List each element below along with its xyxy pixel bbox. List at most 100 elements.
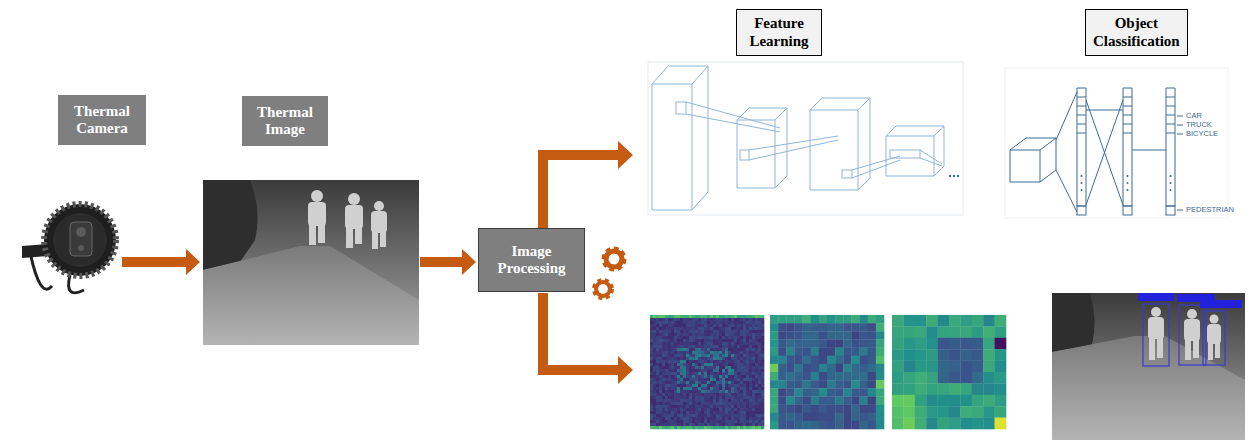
feature-cell bbox=[680, 384, 683, 387]
feature-cell bbox=[662, 396, 665, 399]
feature-cell bbox=[758, 381, 761, 384]
feature-cell bbox=[740, 351, 743, 354]
feature-cell bbox=[737, 321, 740, 324]
feature-cell bbox=[668, 324, 671, 327]
feature-cell bbox=[755, 348, 758, 351]
feature-cell bbox=[656, 417, 659, 420]
feature-cell bbox=[770, 356, 778, 364]
feature-cell bbox=[734, 327, 737, 330]
feature-cell bbox=[731, 339, 734, 342]
feature-cell bbox=[778, 421, 786, 429]
feature-cell bbox=[746, 345, 749, 348]
feature-cell bbox=[686, 402, 689, 405]
feature-cell bbox=[692, 399, 695, 402]
feature-cell bbox=[737, 393, 740, 396]
classifier-sketch bbox=[1005, 68, 1228, 218]
feature-cell bbox=[659, 399, 662, 402]
feature-cell bbox=[755, 339, 758, 342]
projection-line bbox=[1056, 92, 1077, 212]
feature-cell bbox=[692, 375, 695, 378]
feature-cell bbox=[722, 372, 725, 375]
feature-cell bbox=[731, 363, 734, 366]
feature-cell bbox=[674, 360, 677, 363]
feature-cell bbox=[743, 354, 746, 357]
feature-cell bbox=[746, 330, 749, 333]
feature-cell bbox=[701, 426, 704, 429]
feature-cell bbox=[698, 393, 701, 396]
feature-cell bbox=[851, 323, 859, 331]
feature-cell bbox=[707, 414, 710, 417]
feature-cell bbox=[710, 369, 713, 372]
feature-cell bbox=[662, 375, 665, 378]
feature-cell bbox=[698, 345, 701, 348]
feature-cell bbox=[728, 399, 731, 402]
feature-cell bbox=[731, 381, 734, 384]
feature-cell bbox=[728, 417, 731, 420]
feature-cell bbox=[653, 318, 656, 321]
feature-cell bbox=[683, 327, 686, 330]
feature-cell bbox=[728, 357, 731, 360]
feature-cell bbox=[743, 342, 746, 345]
feature-cell bbox=[653, 366, 656, 369]
feature-cell bbox=[731, 336, 734, 339]
feature-cell bbox=[903, 418, 915, 430]
feature-cell bbox=[713, 399, 716, 402]
feature-cell bbox=[698, 351, 701, 354]
camera-face bbox=[53, 213, 107, 267]
feature-cell bbox=[731, 396, 734, 399]
feature-cell bbox=[713, 378, 716, 381]
feature-cell bbox=[746, 417, 749, 420]
feature-cell bbox=[662, 408, 665, 411]
feature-cell bbox=[746, 372, 749, 375]
feature-cell bbox=[851, 356, 859, 364]
feature-cell bbox=[668, 399, 671, 402]
feature-cell bbox=[746, 405, 749, 408]
feature-cell bbox=[677, 342, 680, 345]
feature-cell bbox=[695, 321, 698, 324]
feature-cell bbox=[650, 423, 653, 426]
feature-cell bbox=[677, 372, 680, 375]
feature-cell bbox=[876, 348, 884, 356]
feature-cell bbox=[926, 418, 938, 430]
feature-cell bbox=[686, 330, 689, 333]
feature-cell bbox=[740, 387, 743, 390]
feature-cell bbox=[689, 381, 692, 384]
feature-cell bbox=[725, 375, 728, 378]
feature-cell bbox=[740, 360, 743, 363]
feature-cell bbox=[665, 408, 668, 411]
feature-cell bbox=[915, 395, 927, 407]
feature-cell bbox=[677, 384, 680, 387]
feature-cell bbox=[876, 364, 884, 372]
feature-cell bbox=[659, 405, 662, 408]
feature-cell bbox=[743, 333, 746, 336]
feature-cell bbox=[740, 414, 743, 417]
feature-cell bbox=[653, 372, 656, 375]
feature-cell bbox=[704, 417, 707, 420]
feature-cell bbox=[701, 420, 704, 423]
feature-cell bbox=[656, 387, 659, 390]
feature-cell bbox=[868, 413, 876, 421]
feature-cell bbox=[692, 318, 695, 321]
feature-cell bbox=[725, 321, 728, 324]
feature-cell bbox=[749, 426, 752, 429]
feature-cell bbox=[698, 381, 701, 384]
feature-cell bbox=[770, 348, 778, 356]
feature-cell bbox=[719, 378, 722, 381]
feature-cell bbox=[659, 318, 662, 321]
feature-cell bbox=[668, 408, 671, 411]
feature-cell bbox=[674, 390, 677, 393]
feature-cell bbox=[827, 421, 835, 429]
feature-cell bbox=[786, 356, 794, 364]
feature-cell bbox=[695, 405, 698, 408]
feature-cell bbox=[758, 372, 761, 375]
feature-cell bbox=[755, 363, 758, 366]
feature-cell bbox=[752, 396, 755, 399]
feature-cell bbox=[746, 408, 749, 411]
feature-cell bbox=[674, 426, 677, 429]
feature-cell bbox=[692, 372, 695, 375]
feature-cell bbox=[746, 423, 749, 426]
feature-cell bbox=[728, 321, 731, 324]
feature-cell bbox=[692, 333, 695, 336]
feature-cell bbox=[686, 369, 689, 372]
feature-cell bbox=[665, 399, 668, 402]
